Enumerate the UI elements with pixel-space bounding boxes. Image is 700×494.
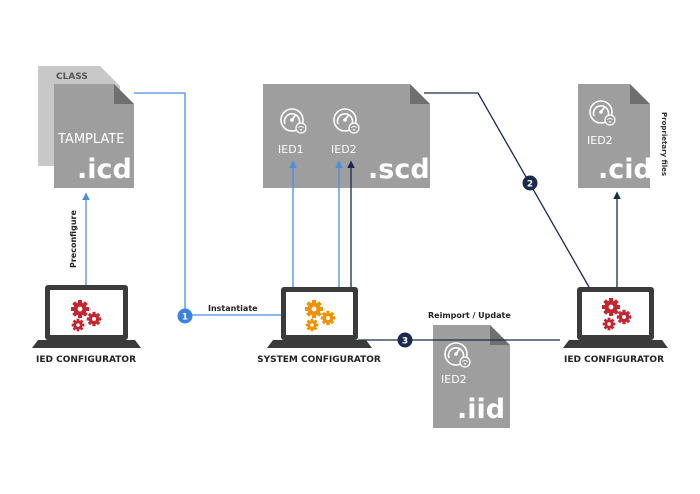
left-laptop-caption: IED CONFIGURATOR [36, 355, 136, 365]
template-label: TAMPLATE [57, 132, 124, 147]
cid-document: IED2 .cid [578, 84, 653, 188]
proprietary-files-note: Proprietary files [660, 112, 668, 176]
scd-to-ied-configurator-line [424, 92, 590, 288]
cid-ied-label: IED2 [587, 134, 613, 147]
left-ied-configurator-laptop: IED CONFIGURATOR [32, 285, 141, 365]
left-gears-icon [71, 300, 102, 332]
icd-extension: .icd [77, 154, 132, 185]
step-badge-2-number: 2 [527, 180, 533, 190]
step-badge-1-number: 1 [182, 313, 188, 323]
instantiate-line [134, 92, 281, 316]
preconfigure-label: Preconfigure [69, 210, 78, 268]
iid-extension: .iid [457, 394, 505, 425]
step-badge-2: 2 [522, 175, 538, 191]
right-gears-icon [602, 298, 632, 331]
iid-ied-label: IED2 [441, 373, 467, 386]
reimport-label: Reimport / Update [428, 311, 511, 320]
scd-extension: .scd [368, 154, 430, 185]
scd-ied2-label: IED2 [331, 143, 357, 156]
template-icd-document: TAMPLATE .icd [54, 84, 134, 188]
scd-ied1-label: IED1 [278, 143, 304, 156]
cid-extension: .cid [598, 154, 653, 185]
step-badge-3-number: 3 [402, 337, 408, 347]
center-gears-icon [305, 300, 336, 332]
instantiate-label: Instantiate [208, 304, 258, 313]
class-doc-header: CLASS [56, 72, 88, 82]
step-badge-3: 3 [397, 332, 413, 348]
right-laptop-caption: IED CONFIGURATOR [564, 355, 664, 365]
system-configurator-laptop: SYSTEM CONFIGURATOR [257, 287, 381, 365]
scd-document: IED1 IED2 .scd [263, 84, 430, 188]
step-badge-1: 1 [177, 308, 193, 324]
right-ied-configurator-laptop: IED CONFIGURATOR [563, 287, 668, 365]
center-laptop-caption: SYSTEM CONFIGURATOR [257, 355, 381, 365]
